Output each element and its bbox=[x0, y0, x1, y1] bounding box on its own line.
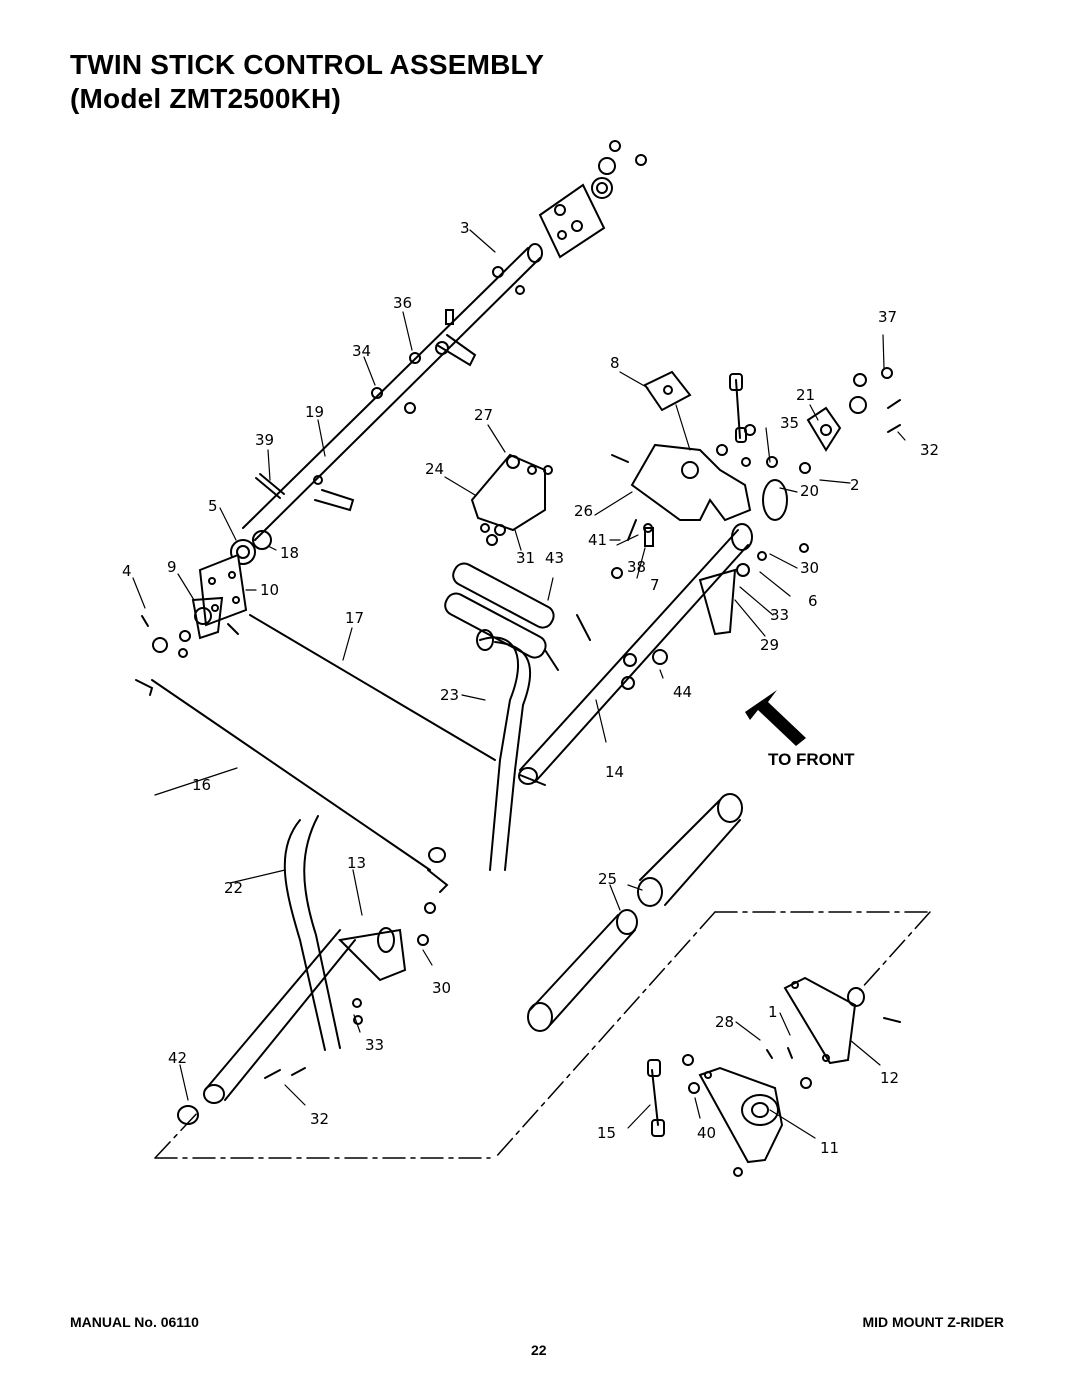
lower-linkage-rod bbox=[647, 1059, 665, 1137]
callout-32: 32 bbox=[920, 441, 939, 459]
leader-lines bbox=[132, 229, 906, 1139]
page-title: TWIN STICK CONTROL ASSEMBLY (Model ZMT25… bbox=[70, 48, 544, 116]
control-rods bbox=[135, 614, 496, 946]
title-line-1: TWIN STICK CONTROL ASSEMBLY bbox=[70, 49, 545, 80]
mount-bracket-center bbox=[470, 453, 553, 546]
callout-11: 11 bbox=[820, 1139, 839, 1157]
callout-38: 38 bbox=[627, 558, 646, 576]
top-hardware bbox=[591, 140, 647, 199]
cotter-pin bbox=[255, 473, 285, 499]
rubber-block bbox=[643, 370, 692, 412]
footer-manual-number: MANUAL No. 06110 bbox=[70, 1314, 199, 1330]
mounting-plate-left bbox=[198, 553, 248, 627]
callout-28: 28 bbox=[715, 1013, 734, 1031]
callout-16: 16 bbox=[192, 776, 211, 794]
main-pivot-bracket bbox=[611, 443, 788, 547]
callout-15: 15 bbox=[597, 1124, 616, 1142]
callout-35: 35 bbox=[780, 414, 799, 432]
callout-19: 19 bbox=[305, 403, 324, 421]
callout-36: 36 bbox=[393, 294, 412, 312]
grip-tube-upper bbox=[637, 793, 743, 907]
callout-9: 9 bbox=[167, 558, 177, 576]
callout-30b: 30 bbox=[432, 979, 451, 997]
callout-22: 22 bbox=[224, 879, 243, 897]
pivot-bracket-left bbox=[141, 596, 239, 658]
callout-21: 21 bbox=[796, 386, 815, 404]
callout-18: 18 bbox=[280, 544, 299, 562]
damper-cylinders bbox=[444, 562, 591, 671]
callout-23: 23 bbox=[440, 686, 459, 704]
callout-10: 10 bbox=[260, 581, 279, 599]
callout-17: 17 bbox=[345, 609, 364, 627]
callout-labels: 3 36 34 19 39 5 18 4 9 10 17 8 27 24 26 … bbox=[122, 219, 939, 1157]
callout-34: 34 bbox=[352, 342, 371, 360]
callout-12: 12 bbox=[880, 1069, 899, 1087]
callout-44: 44 bbox=[673, 683, 692, 701]
bushings-left bbox=[230, 530, 272, 565]
callout-14: 14 bbox=[605, 763, 624, 781]
callout-40: 40 bbox=[697, 1124, 716, 1142]
to-front-arrow-icon bbox=[745, 690, 806, 746]
callout-26: 26 bbox=[574, 502, 593, 520]
callout-6: 6 bbox=[808, 592, 818, 610]
title-line-2: (Model ZMT2500KH) bbox=[70, 83, 341, 114]
pivot-arm-lower bbox=[682, 1047, 812, 1177]
footer-page-number: 22 bbox=[531, 1342, 547, 1358]
callout-20: 20 bbox=[800, 482, 819, 500]
callout-33: 33 bbox=[770, 606, 789, 624]
callout-31: 31 bbox=[516, 549, 535, 567]
callout-2: 2 bbox=[850, 476, 860, 494]
callout-4: 4 bbox=[122, 562, 132, 580]
inset-box bbox=[154, 911, 931, 1159]
callout-32b: 32 bbox=[310, 1110, 329, 1128]
callout-7: 7 bbox=[650, 576, 660, 594]
to-front-label: TO FRONT bbox=[768, 750, 855, 769]
callout-25: 25 bbox=[598, 870, 617, 888]
right-hardware bbox=[799, 367, 901, 553]
pivot-arm-upper bbox=[783, 976, 901, 1065]
callout-8: 8 bbox=[610, 354, 620, 372]
callout-33b: 33 bbox=[365, 1036, 384, 1054]
callout-13: 13 bbox=[347, 854, 366, 872]
callout-1: 1 bbox=[768, 1003, 778, 1021]
upper-shaft bbox=[242, 243, 543, 541]
callout-41: 41 bbox=[588, 531, 607, 549]
callout-3: 3 bbox=[460, 219, 470, 237]
control-lever-right bbox=[476, 629, 546, 871]
grip-tube-lower bbox=[527, 909, 638, 1032]
footer-model-name: MID MOUNT Z-RIDER bbox=[862, 1314, 1004, 1330]
callout-30: 30 bbox=[800, 559, 819, 577]
callout-27: 27 bbox=[474, 406, 493, 424]
callout-42: 42 bbox=[168, 1049, 187, 1067]
callout-39: 39 bbox=[255, 431, 274, 449]
callout-43: 43 bbox=[545, 549, 564, 567]
callout-24: 24 bbox=[425, 460, 444, 478]
callout-37: 37 bbox=[878, 308, 897, 326]
lower-shaft bbox=[518, 523, 767, 785]
mounting-plate-upper bbox=[538, 183, 606, 259]
callout-5: 5 bbox=[208, 497, 218, 515]
upper-linkage-rod bbox=[716, 373, 778, 468]
control-lever-left bbox=[177, 815, 407, 1125]
callout-29: 29 bbox=[760, 636, 779, 654]
